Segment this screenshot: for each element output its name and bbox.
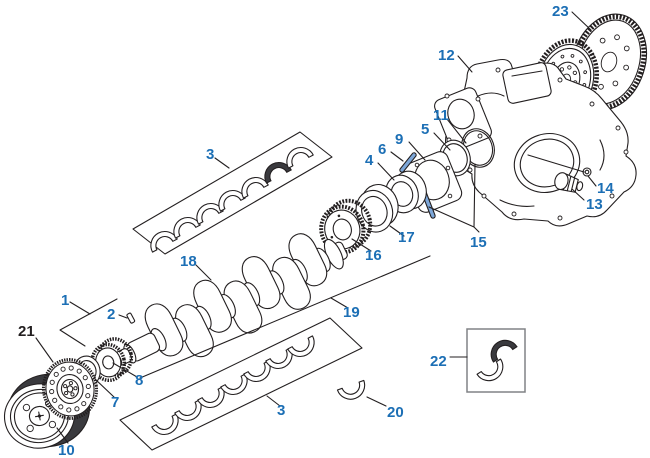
crankshaft — [112, 228, 348, 367]
lower-main-bearing-set — [119, 317, 363, 451]
tone-wheel — [41, 358, 99, 420]
dowel-pin-upper — [399, 152, 417, 173]
callout-1: 1 — [61, 292, 69, 309]
callout-labels: 1 2 3 3 4 5 6 7 8 9 10 11 12 13 14 15 16… — [18, 3, 614, 458]
crankshaft-front-gear — [90, 337, 134, 383]
callout-10: 10 — [58, 442, 75, 458]
callout-18: 18 — [180, 253, 197, 270]
callout-20: 20 — [387, 404, 404, 421]
callout-4: 4 — [365, 152, 374, 169]
upper-main-bearing-set — [132, 131, 333, 255]
callout-17: 17 — [398, 229, 415, 246]
plug-washer — [582, 167, 592, 177]
callout-5: 5 — [421, 121, 429, 138]
callout-23: 23 — [552, 3, 569, 20]
callout-8: 8 — [135, 372, 143, 389]
callout-19: 19 — [343, 304, 360, 321]
callout-3-upper: 3 — [206, 146, 214, 163]
thrust-bearing — [336, 379, 370, 404]
callout-15: 15 — [470, 234, 487, 251]
callout-21: 21 — [18, 323, 35, 340]
callout-2: 2 — [107, 306, 115, 323]
callout-22: 22 — [430, 353, 447, 370]
barring-plug — [554, 172, 584, 193]
callout-13: 13 — [586, 196, 603, 213]
leader-lines — [35, 11, 597, 444]
callout-14: 14 — [597, 180, 614, 197]
gear-spacer-ring — [355, 184, 399, 233]
callout-11: 11 — [433, 107, 449, 124]
callout-3-lower: 3 — [277, 402, 285, 419]
thrust-bearing-set-box — [466, 328, 526, 393]
callout-16: 16 — [365, 247, 382, 264]
crankshaft-gear — [319, 198, 373, 255]
callout-9: 9 — [395, 131, 403, 148]
callout-6: 6 — [378, 141, 386, 158]
woodruff-key — [126, 312, 136, 324]
callout-12: 12 — [438, 47, 455, 64]
callout-7: 7 — [111, 394, 119, 411]
